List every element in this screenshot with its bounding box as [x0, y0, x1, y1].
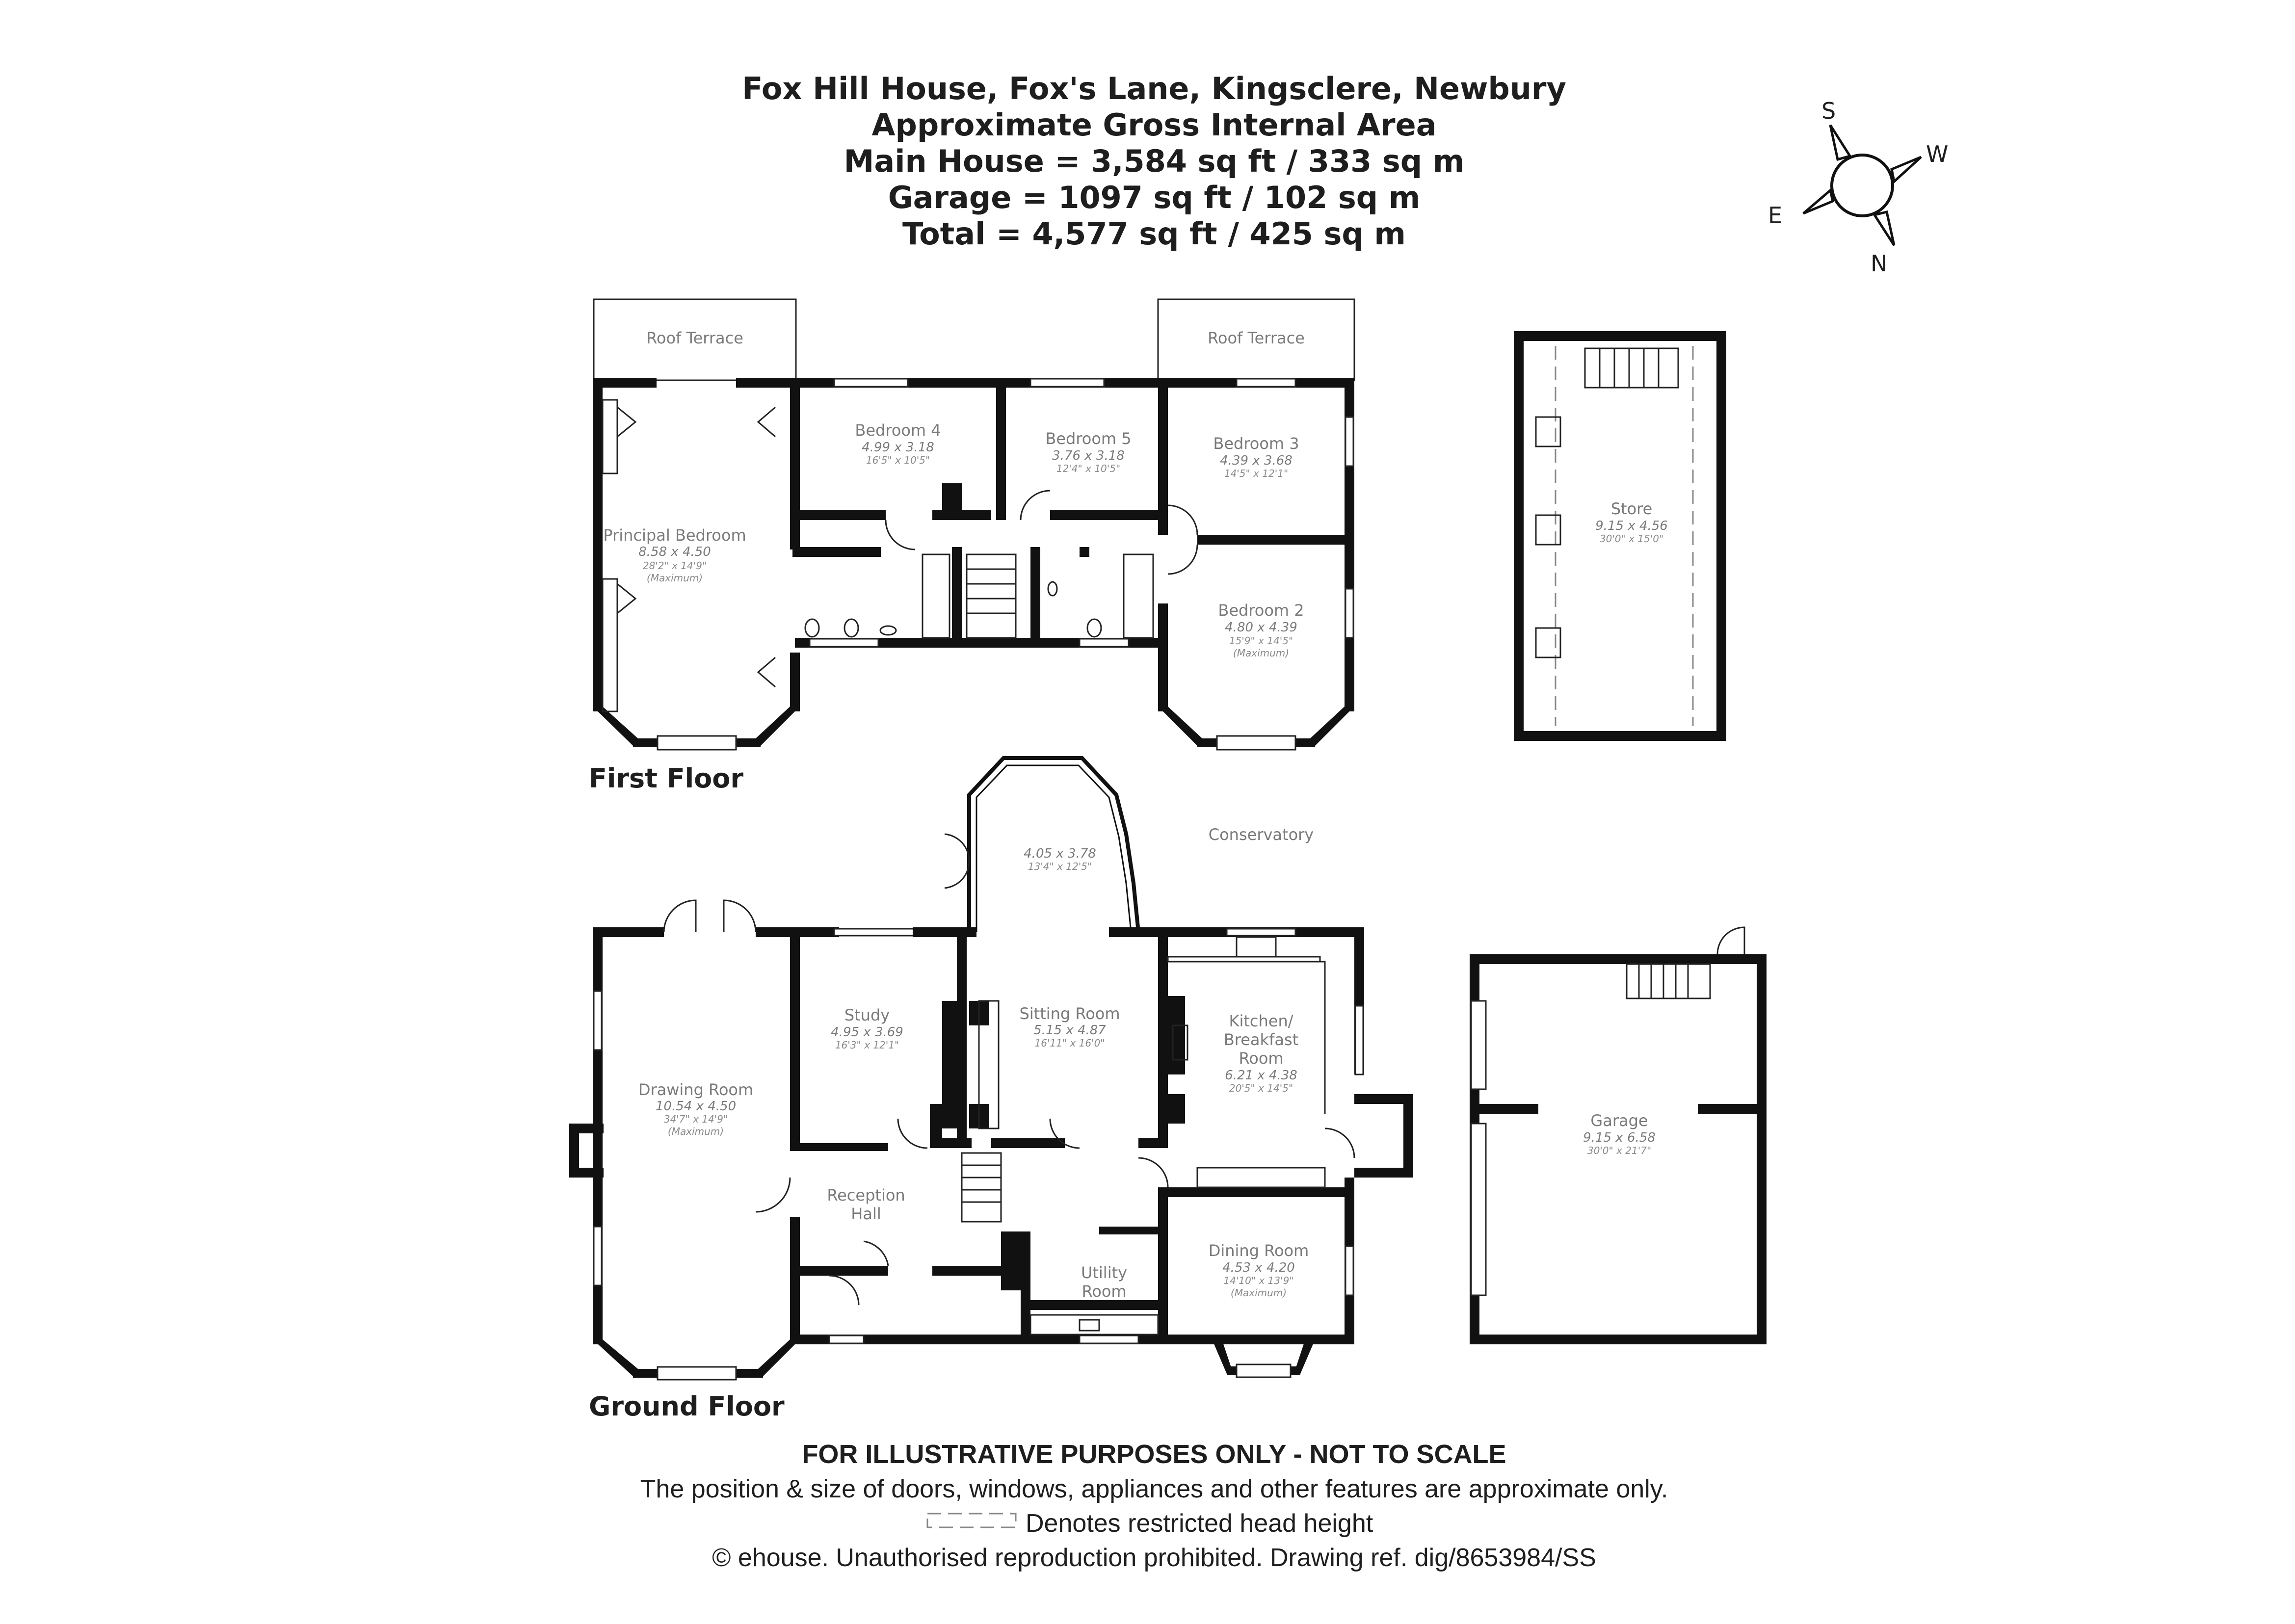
- svg-text:30'0" x 21'7": 30'0" x 21'7": [1587, 1145, 1651, 1156]
- utility-room-label-1: Utility: [1081, 1263, 1127, 1282]
- area-label: Approximate Gross Internal Area: [871, 107, 1436, 143]
- reception-hall-label-2: Hall: [851, 1205, 881, 1223]
- footer: FOR ILLUSTRATIVE PURPOSES ONLY - NOT TO …: [640, 1440, 1668, 1572]
- svg-text:16'5" x 10'5": 16'5" x 10'5": [866, 454, 930, 466]
- svg-text:(Maximum): (Maximum): [647, 572, 703, 584]
- features-note: The position & size of doors, windows, a…: [640, 1475, 1668, 1503]
- main-house-area: Main House = 3,584 sq ft / 333 sq m: [844, 143, 1465, 179]
- svg-text:10.54 x 4.50: 10.54 x 4.50: [656, 1099, 736, 1114]
- svg-text:4.39 x 3.68: 4.39 x 3.68: [1220, 453, 1293, 468]
- kitchen-label-1: Kitchen/: [1229, 1012, 1293, 1030]
- first-floor-label: First Floor: [589, 763, 743, 794]
- svg-text:4.05 x 3.78: 4.05 x 3.78: [1024, 846, 1096, 861]
- study-label: Study: [844, 1006, 890, 1024]
- svg-text:9.15 x 6.58: 9.15 x 6.58: [1583, 1130, 1656, 1145]
- bedroom-4-label: Bedroom 4: [855, 421, 941, 440]
- restricted-head-height-legend: Denotes restricted head height: [1026, 1509, 1373, 1538]
- svg-text:13'4" x 12'5": 13'4" x 12'5": [1028, 861, 1092, 872]
- title: Fox Hill House, Fox's Lane, Kingsclere, …: [742, 71, 1566, 106]
- principal-bedroom-label: Principal Bedroom: [603, 526, 746, 545]
- roof-terrace-left-label: Roof Terrace: [646, 329, 743, 347]
- svg-text:16'3" x 12'1": 16'3" x 12'1": [835, 1039, 899, 1051]
- bedroom-3-label: Bedroom 3: [1213, 434, 1299, 453]
- svg-text:30'0" x 15'0": 30'0" x 15'0": [1600, 533, 1663, 545]
- kitchen-label-3: Room: [1239, 1049, 1283, 1068]
- svg-text:8.58 x 4.50: 8.58 x 4.50: [638, 545, 711, 559]
- utility-room-label-2: Room: [1082, 1282, 1126, 1301]
- kitchen-label-2: Breakfast: [1224, 1030, 1298, 1049]
- restricted-head-height-legend-icon: [926, 1513, 1017, 1528]
- total-area: Total = 4,577 sq ft / 425 sq m: [902, 216, 1406, 252]
- svg-text:34'7" x 14'9": 34'7" x 14'9": [664, 1113, 728, 1125]
- garage-area: Garage = 1097 sq ft / 102 sq m: [888, 180, 1421, 215]
- header: Fox Hill House, Fox's Lane, Kingsclere, …: [742, 71, 1566, 252]
- svg-text:4.99 x 3.18: 4.99 x 3.18: [862, 440, 934, 455]
- garage-plan: Garage 9.15 x 6.58 30'0" x 21'7": [1470, 926, 1767, 1344]
- bedroom-5-label: Bedroom 5: [1045, 429, 1131, 448]
- svg-text:(Maximum): (Maximum): [1231, 1287, 1287, 1299]
- svg-text:4.53 x 4.20: 4.53 x 4.20: [1222, 1260, 1295, 1275]
- compass-w: W: [1926, 141, 1948, 167]
- store-label: Store: [1611, 499, 1653, 518]
- sitting-room-label: Sitting Room: [1019, 1004, 1120, 1023]
- garage-label: Garage: [1590, 1111, 1648, 1130]
- svg-text:(Maximum): (Maximum): [1233, 647, 1289, 659]
- copyright: © ehouse. Unauthorised reproduction proh…: [712, 1544, 1596, 1572]
- bedroom-2-label: Bedroom 2: [1218, 601, 1304, 620]
- store-plan: Store 9.15 x 4.56 30'0" x 15'0": [1514, 331, 1726, 741]
- drawing-room-label: Drawing Room: [638, 1080, 753, 1099]
- dining-room-label: Dining Room: [1209, 1241, 1309, 1260]
- roof-terrace-right: [1157, 298, 1355, 381]
- roof-terrace-left: [593, 298, 797, 381]
- svg-text:15'9" x 14'5": 15'9" x 14'5": [1229, 635, 1293, 647]
- ground-floor-plan: Drawing Room 10.54 x 4.50 34'7" x 14'9" …: [569, 756, 1413, 1422]
- svg-text:(Maximum): (Maximum): [668, 1126, 724, 1137]
- compass-e: E: [1768, 202, 1782, 229]
- svg-text:9.15 x 4.56: 9.15 x 4.56: [1595, 519, 1668, 533]
- svg-text:12'4" x 10'5": 12'4" x 10'5": [1056, 463, 1120, 474]
- conservatory-label: Conservatory: [1209, 825, 1314, 844]
- svg-text:3.76 x 3.18: 3.76 x 3.18: [1052, 448, 1125, 463]
- compass-n: N: [1871, 250, 1887, 277]
- reception-hall-label-1: Reception: [827, 1186, 905, 1205]
- svg-text:5.15 x 4.87: 5.15 x 4.87: [1033, 1023, 1106, 1038]
- svg-text:16'11" x 16'0": 16'11" x 16'0": [1034, 1037, 1105, 1049]
- svg-text:14'5" x 12'1": 14'5" x 12'1": [1224, 468, 1288, 479]
- svg-text:4.95 x 3.69: 4.95 x 3.69: [831, 1025, 903, 1040]
- compass-s: S: [1821, 98, 1836, 124]
- compass-icon: S W E N: [1768, 98, 1948, 277]
- svg-text:4.80 x 4.39: 4.80 x 4.39: [1225, 620, 1297, 635]
- svg-text:6.21 x 4.38: 6.21 x 4.38: [1225, 1068, 1297, 1083]
- disclaimer: FOR ILLUSTRATIVE PURPOSES ONLY - NOT TO …: [802, 1440, 1506, 1469]
- svg-text:28'2" x 14'9": 28'2" x 14'9": [643, 560, 707, 572]
- roof-terrace-right-label: Roof Terrace: [1208, 329, 1305, 347]
- ground-floor-label: Ground Floor: [589, 1391, 785, 1422]
- first-floor-plan: Roof Terrace Roof Terrace: [589, 298, 1355, 794]
- svg-text:20'5" x 14'5": 20'5" x 14'5": [1229, 1082, 1293, 1094]
- svg-text:14'10" x 13'9": 14'10" x 13'9": [1223, 1275, 1293, 1286]
